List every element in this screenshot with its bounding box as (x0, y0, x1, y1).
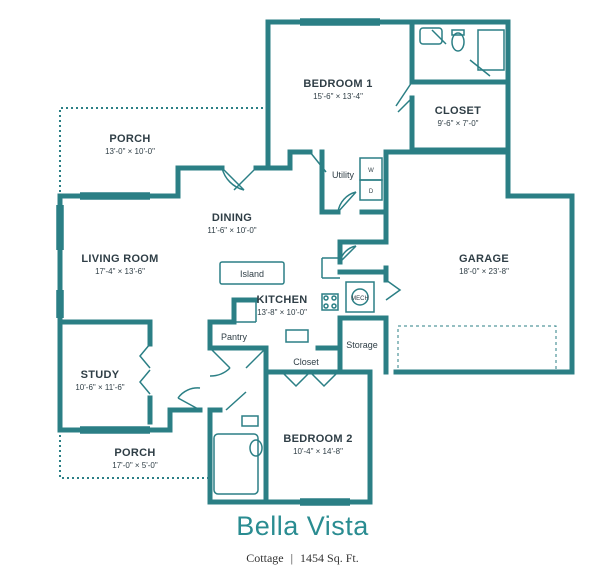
porch-rear-dims: 13'-0" × 10'-0" (105, 147, 155, 156)
porch-front-name: PORCH (114, 447, 155, 459)
utility-label: Utility (332, 170, 354, 180)
toilet-icon (451, 32, 465, 52)
garage-dims: 18'-0" × 23'-8" (459, 267, 509, 276)
bath-sink-icon (241, 415, 259, 427)
island-label: Island (240, 269, 264, 279)
study-name: STUDY (81, 369, 120, 381)
dryer-icon (359, 179, 383, 201)
bath-toilet-icon (249, 439, 263, 457)
closet-name: CLOSET (435, 105, 481, 117)
bathtub-icon (213, 433, 259, 495)
garage-door (397, 325, 557, 373)
shower-icon (477, 29, 505, 71)
doors (139, 29, 491, 411)
mech-label: MECH (351, 296, 369, 302)
walls (57, 19, 575, 505)
kitchen-dims: 13'-8" × 10'-0" (257, 308, 307, 317)
bedroom2-dims: 10'-4" × 14'-8" (293, 447, 343, 456)
dryer-label: D (369, 189, 374, 195)
storage-label: Storage (346, 340, 378, 350)
plan-subtitle: Cottage | 1454 Sq. Ft. (0, 551, 605, 566)
garage-name: GARAGE (459, 253, 509, 265)
subtitle-separator: | (290, 551, 294, 565)
dining-dims: 11'-6" × 10'-0" (207, 226, 256, 235)
porch-rear-name: PORCH (109, 133, 150, 145)
cooktop-icon (321, 293, 339, 311)
windows (56, 18, 380, 506)
bedroom1-name: BEDROOM 1 (303, 78, 372, 90)
porch-front-dims: 17'-0" × 5'-0" (112, 461, 158, 470)
plan-area: 1454 Sq. Ft. (300, 551, 359, 565)
pantry-label: Pantry (221, 332, 248, 342)
sink-icon (419, 27, 443, 45)
room-labels: BEDROOM 1 15'-6" × 13'-4" CLOSET 9'-6" ×… (75, 78, 509, 470)
fixtures (213, 27, 505, 495)
washer-label: W (368, 168, 374, 174)
kitchen-sink-icon (285, 329, 309, 343)
closet-dims: 9'-6" × 7'-0" (438, 119, 479, 128)
plan-type: Cottage (246, 551, 284, 565)
small-labels: Utility Island Pantry Closet Storage MEC… (221, 168, 378, 367)
living-name: LIVING ROOM (81, 253, 158, 265)
island-icon (219, 261, 285, 285)
bedroom1-dims: 15'-6" × 13'-4" (313, 92, 363, 101)
mech-unit-icon (345, 281, 375, 313)
study-dims: 10'-6" × 11'-6" (75, 383, 124, 392)
kitchen-name: KITCHEN (257, 294, 308, 306)
porch-outlines (59, 107, 268, 479)
living-dims: 17'-4" × 13'-6" (95, 267, 145, 276)
plan-title: Bella Vista (236, 511, 369, 541)
hall-closet-label: Closet (293, 357, 319, 367)
bedroom2-name: BEDROOM 2 (283, 433, 352, 445)
dining-name: DINING (212, 212, 252, 224)
